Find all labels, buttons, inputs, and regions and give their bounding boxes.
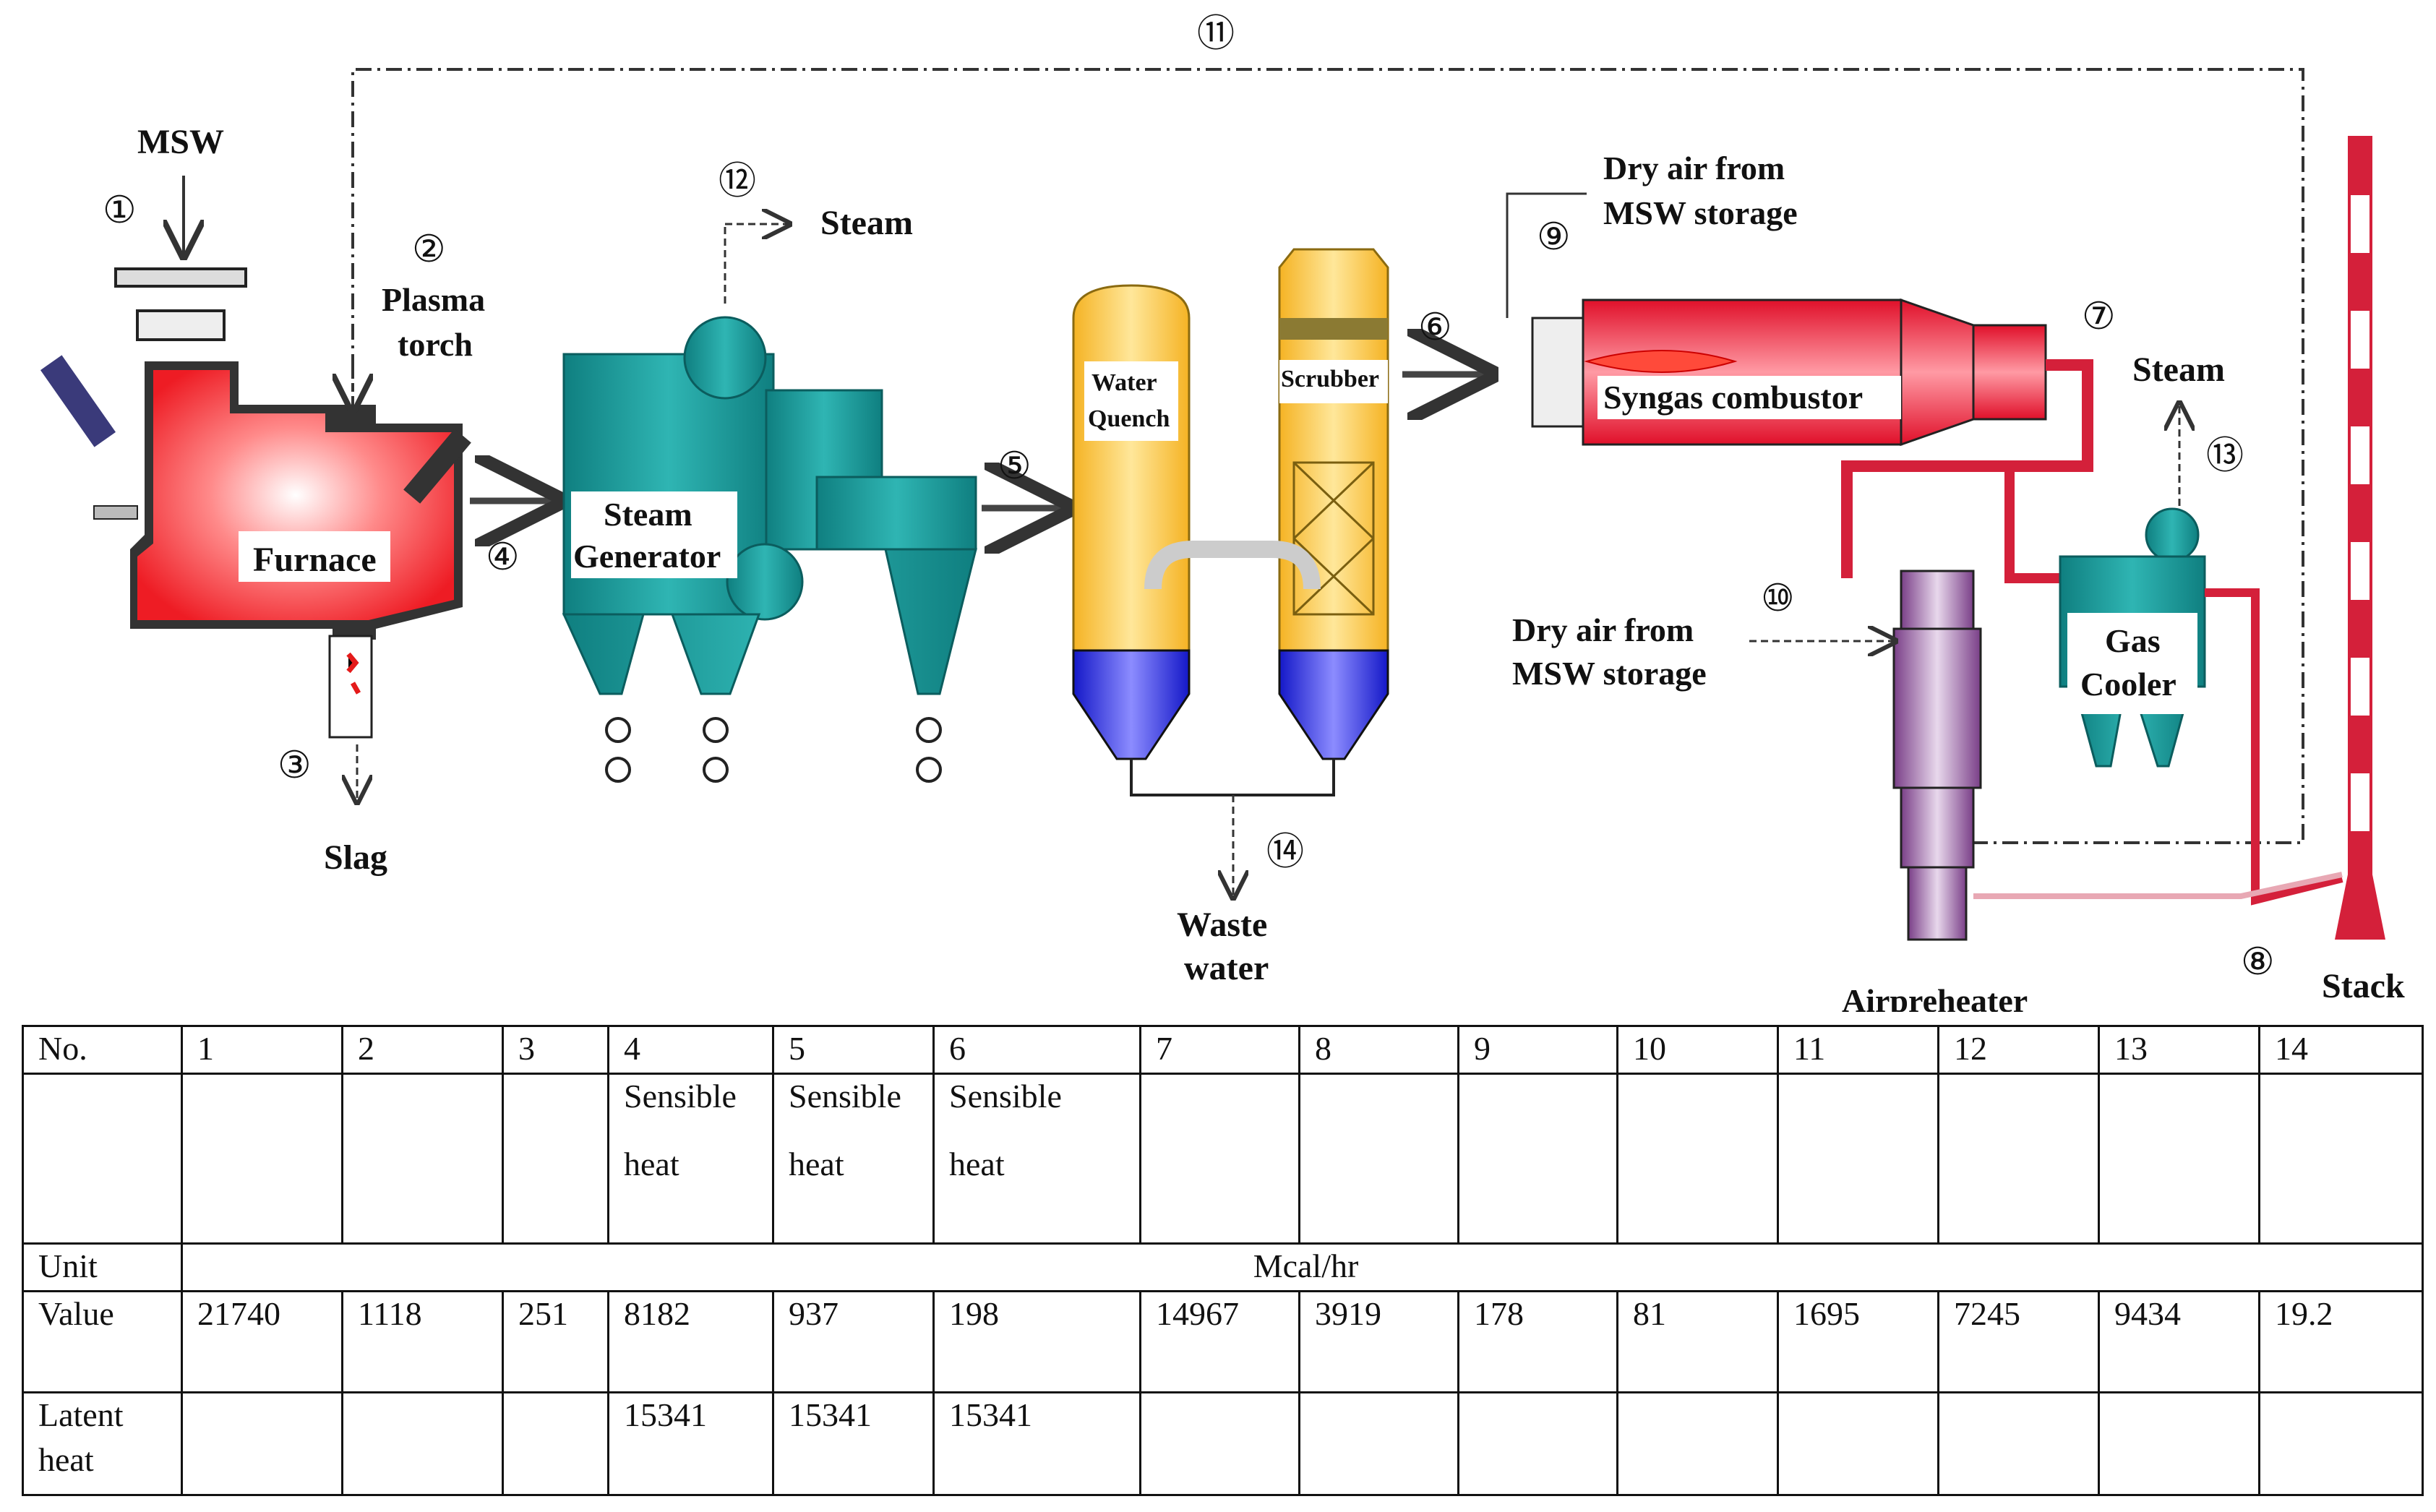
col-header: 11 <box>1777 1025 1939 1075</box>
latent-cell: 15341 <box>772 1391 935 1497</box>
dry-air-1-label-2: MSW storage <box>1603 194 1798 231</box>
value-cell: 19.2 <box>2258 1289 2424 1393</box>
stream-number-7: ⑦ <box>2082 296 2116 338</box>
plasma-torch-label-2: torch <box>398 326 473 363</box>
table-row-unit: Unit Mcal/hr <box>22 1242 2424 1292</box>
stream-number-10: ⑩ <box>1761 578 1795 619</box>
col-header: 6 <box>932 1025 1141 1075</box>
waste-water-label-1: Waste <box>1177 906 1267 944</box>
col-header: 5 <box>772 1025 935 1075</box>
stream-number-14: ⑭ <box>1266 832 1304 873</box>
col-header: 14 <box>2258 1025 2424 1075</box>
latent-cell: 15341 <box>607 1391 774 1497</box>
col-header: 9 <box>1457 1025 1618 1075</box>
col-header: 7 <box>1139 1025 1300 1075</box>
value-cell: 81 <box>1616 1289 1779 1393</box>
furnace-label: Furnace <box>253 541 377 579</box>
stream-11-line <box>351 68 2304 844</box>
value-cell: 1695 <box>1777 1289 1939 1393</box>
steam-generator-label-2: Generator <box>573 538 721 575</box>
value-cell: 251 <box>502 1289 609 1393</box>
hot-gas-pipe <box>1841 359 2093 578</box>
process-flow-diagram: MSW Plasma torch Furnace Slag Steam Stea… <box>40 14 2405 1012</box>
value-cell: 198 <box>932 1289 1141 1393</box>
syngas-combustor <box>1531 298 2047 447</box>
slag-label: Slag <box>324 838 387 877</box>
col-header: 4 <box>607 1025 774 1075</box>
value-cell: 178 <box>1457 1289 1618 1393</box>
stream-number-1: ① <box>103 190 137 231</box>
stream-number-3: ③ <box>278 745 312 786</box>
waste-water-label-2: water <box>1184 949 1269 987</box>
stream-number-8: ⑧ <box>2241 942 2275 983</box>
dry-air-2-label-2: MSW storage <box>1512 655 1707 692</box>
value-cell: 21740 <box>181 1289 343 1393</box>
waste-water-line <box>1130 759 1335 796</box>
col-header: 12 <box>1937 1025 2100 1075</box>
value-cell: 3919 <box>1298 1289 1459 1393</box>
header-label: No. <box>22 1025 183 1075</box>
value-cell: 8182 <box>607 1289 774 1393</box>
table-row-header: No. 1 2 3 4 5 6 7 8 9 10 11 12 13 14 <box>22 1025 2424 1075</box>
stream-number-6: ⑥ <box>1418 307 1452 348</box>
stream-number-13: ⑬ <box>2206 436 2244 477</box>
stream-number-9: ⑨ <box>1537 217 1571 258</box>
gas-cooler-outlet-pipe <box>2205 588 2343 906</box>
airpreheater <box>1892 570 1982 941</box>
stream-number-5: ⑤ <box>998 446 1032 487</box>
quench-scrubber-duct <box>1144 541 1321 590</box>
col-header: 2 <box>341 1025 504 1075</box>
value-cell: 14967 <box>1139 1289 1300 1393</box>
preheater-outlet-pipe <box>1973 872 2343 899</box>
water-quench-label-1: Water <box>1092 369 1157 396</box>
steam-label-2: Steam <box>2132 351 2225 389</box>
dry-air-1-label-1: Dry air from <box>1603 150 1785 186</box>
stack <box>2335 136 2385 940</box>
col-header: 3 <box>502 1025 609 1075</box>
stack-label: Stack <box>2322 967 2405 1005</box>
stream-data-table: No. 1 2 3 4 5 6 7 8 9 10 11 12 13 14 Sen… <box>22 1025 2424 1497</box>
col-header: 8 <box>1298 1025 1459 1075</box>
value-cell: 937 <box>772 1289 935 1393</box>
msw-label: MSW <box>137 123 224 161</box>
steam-label-1: Steam <box>820 204 913 242</box>
water-quench <box>1072 284 1191 760</box>
value-label: Value <box>22 1289 183 1393</box>
scrubber-label: Scrubber <box>1281 366 1379 392</box>
col-header: 10 <box>1616 1025 1779 1075</box>
unit-value: Mcal/hr <box>181 1242 2424 1292</box>
gas-cooler-inlet-pipe <box>2004 466 2060 583</box>
value-cell: 1118 <box>341 1289 504 1393</box>
gas-cooler-label-2: Cooler <box>2080 666 2176 703</box>
steam-generator-label-1: Steam <box>604 496 692 533</box>
col-header: 1 <box>181 1025 343 1075</box>
value-cell: 9434 <box>2098 1289 2260 1393</box>
plasma-torch-label-1: Plasma <box>382 281 485 318</box>
latent-cell: 15341 <box>932 1391 1141 1497</box>
airpreheater-label: Airpreheater <box>1842 982 2028 1012</box>
col-header: 13 <box>2098 1025 2260 1075</box>
value-cell: 7245 <box>1937 1289 2100 1393</box>
dry-air-1-line <box>1506 192 1587 318</box>
water-quench-label-2: Quench <box>1088 405 1170 432</box>
syngas-combustor-label: Syngas combustor <box>1603 379 1863 416</box>
stream-number-11: ⑪ <box>1197 14 1235 55</box>
stream-number-12: ⑫ <box>719 161 756 202</box>
stream-number-4: ④ <box>486 537 520 578</box>
stream-number-2: ② <box>412 229 446 270</box>
unit-label: Unit <box>22 1242 183 1292</box>
slag-drops <box>346 652 361 695</box>
dry-air-2-label-1: Dry air from <box>1512 611 1694 648</box>
scrubber <box>1278 248 1389 760</box>
table-row-value: Value 21740 1118 251 8182 937 198 14967 … <box>22 1289 2424 1393</box>
gas-cooler-label-1: Gas <box>2105 622 2161 659</box>
